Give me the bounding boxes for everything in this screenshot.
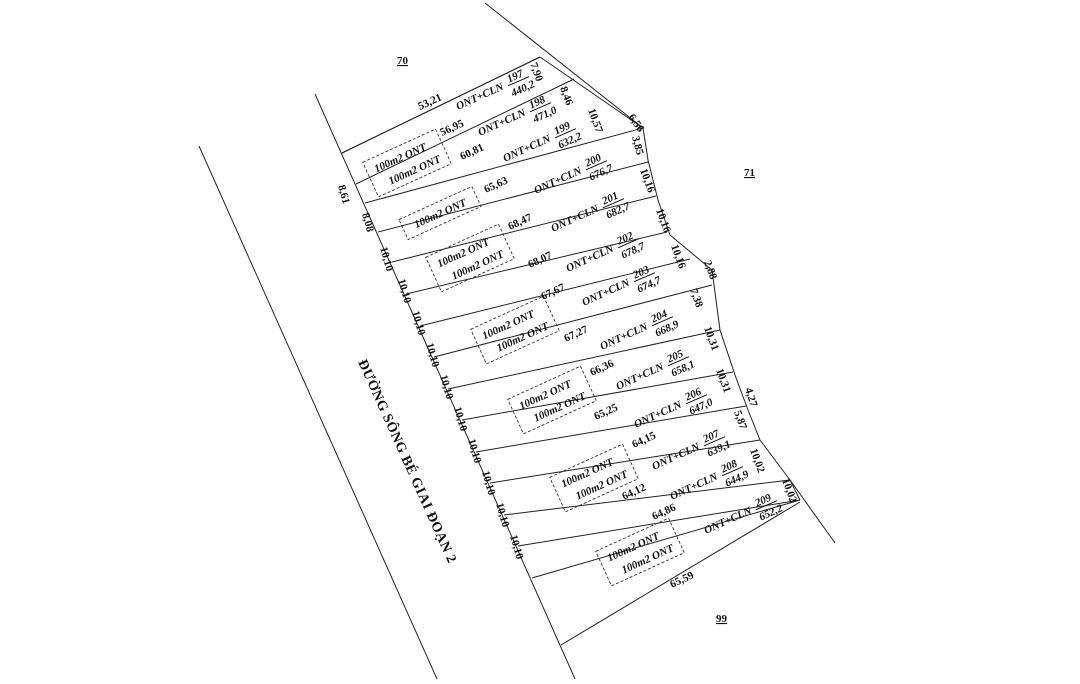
fraction-bar xyxy=(617,238,640,249)
frontage-width: 8,08 xyxy=(359,212,376,234)
lot-divider xyxy=(461,371,734,421)
frontage-line xyxy=(314,93,576,680)
lot-divider xyxy=(377,161,649,233)
fraction-bar xyxy=(633,272,656,283)
fraction-bar xyxy=(685,394,708,405)
fraction-bar xyxy=(529,102,552,113)
lot-divider-bottom xyxy=(560,501,801,646)
frontage-width: 8,61 xyxy=(335,184,352,206)
lot-divider xyxy=(447,329,721,390)
lot-divider xyxy=(341,56,541,154)
dim-corner-2: 3,85 xyxy=(629,135,646,157)
lot-divider xyxy=(503,479,791,516)
lot-divider xyxy=(517,499,801,547)
lot-divider xyxy=(489,439,761,484)
fraction-bar xyxy=(703,436,726,447)
fraction-bar xyxy=(667,356,690,367)
lot-divider xyxy=(531,499,801,579)
lot-dividers xyxy=(341,56,801,646)
neighbor-label-99: 99 xyxy=(716,613,728,625)
lot-divider xyxy=(391,195,657,263)
neighbor-99-boundary xyxy=(789,479,836,544)
lot-divider xyxy=(405,231,668,295)
lot-divider xyxy=(364,127,644,204)
fraction-bar xyxy=(554,128,577,139)
neighbor-label-70: 70 xyxy=(397,55,409,67)
fraction-bar xyxy=(755,500,778,511)
neighbor-70-boundary xyxy=(484,2,644,129)
fraction-bar xyxy=(507,76,530,87)
lot-divider xyxy=(355,78,575,185)
lot-divider xyxy=(433,284,713,358)
road-edge-line xyxy=(198,145,438,680)
back-boundary xyxy=(539,56,801,501)
lot-divider xyxy=(419,258,691,327)
fraction-bar xyxy=(651,316,674,327)
fraction-bar xyxy=(721,466,744,477)
fraction-bar xyxy=(602,198,625,209)
neighbor-label-71: 71 xyxy=(744,167,755,179)
dim-corner-4: 4,27 xyxy=(742,386,760,408)
lot-divider xyxy=(475,405,747,453)
fraction-bar xyxy=(585,160,608,171)
